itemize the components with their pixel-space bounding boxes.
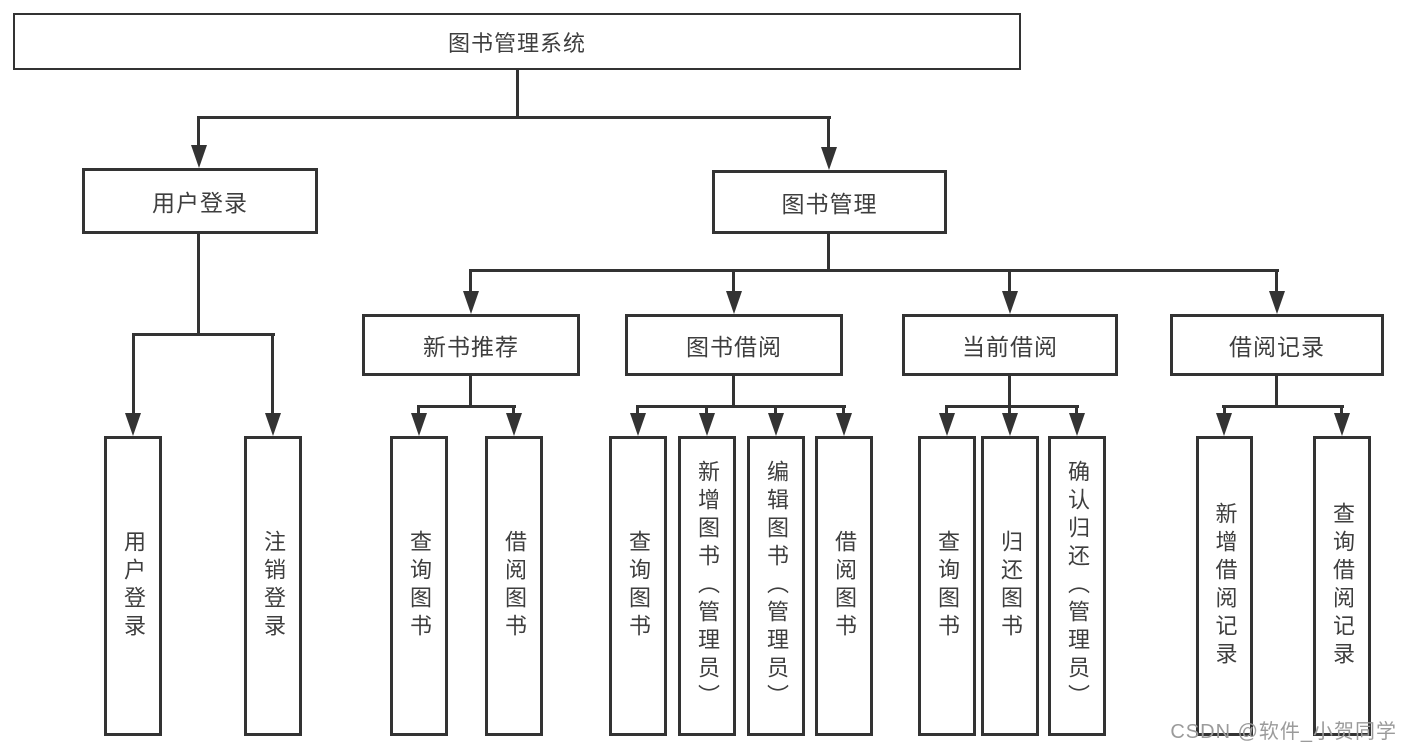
connector-leaf-d2-stem — [1340, 405, 1343, 415]
arrowhead-to-leaf-a1 — [411, 413, 427, 436]
node-borrowing-records: 借阅记录 — [1170, 314, 1384, 376]
arrowhead-to-leaf-c3 — [1069, 413, 1085, 436]
node-leaf-query-book-c: 查询图书 — [918, 436, 976, 736]
connector-leaf-a1-stem — [417, 405, 420, 415]
node-book-management: 图书管理 — [712, 170, 947, 234]
node-current-borrowing: 当前借阅 — [902, 314, 1118, 376]
node-leaf-query-borrow-record: 查询借阅记录 — [1313, 436, 1371, 736]
node-new-book-recommend: 新书推荐 — [362, 314, 580, 376]
node-leaf-borrow-book-a: 借阅图书 — [485, 436, 543, 736]
connector-new-book-recommend-down-vline — [469, 376, 472, 407]
connector-current-borrowing-down-vline — [1008, 376, 1011, 407]
connector-leaf-b3-stem — [774, 405, 777, 415]
connector-leaf-logout-stem — [271, 333, 274, 414]
arrowhead-to-current-borrowing — [1002, 291, 1018, 314]
node-leaf-add-borrow-record: 新增借阅记录 — [1196, 436, 1253, 736]
connector-borrowing-records-down-vline — [1275, 376, 1278, 407]
connector-leaf-a2-stem — [512, 405, 515, 415]
connector-level3-hline — [469, 269, 1279, 272]
watermark-text: CSDN @软件_小贺同学 — [1170, 721, 1397, 743]
arrowhead-to-leaf-b3 — [768, 413, 784, 436]
connector-user-login-down-vline — [197, 234, 200, 336]
node-leaf-add-book-admin: 新增图书（管理员） — [678, 436, 736, 736]
connector-level2-hline — [197, 116, 831, 119]
arrowhead-to-leaf-logout — [265, 413, 281, 436]
arrowhead-to-book-borrowing — [726, 291, 742, 314]
node-leaf-query-book-b: 查询图书 — [609, 436, 667, 736]
node-leaf-edit-book-admin: 编辑图书（管理员） — [747, 436, 805, 736]
connector-leaf-b2-stem — [705, 405, 708, 415]
node-leaf-query-book-a: 查询图书 — [390, 436, 448, 736]
node-leaf-borrow-book-b: 借阅图书 — [815, 436, 873, 736]
arrowhead-to-leaf-d2 — [1334, 413, 1350, 436]
arrowhead-to-leaf-c1 — [939, 413, 955, 436]
arrowhead-to-leaf-a2 — [506, 413, 522, 436]
node-leaf-user-login: 用户登录 — [104, 436, 162, 736]
arrowhead-to-user-login — [191, 145, 207, 168]
connector-book-management-stem — [827, 116, 830, 149]
connector-leaf-c1-stem — [945, 405, 948, 415]
arrowhead-to-leaf-user-login — [125, 413, 141, 436]
connector-leaf-c3-stem — [1075, 405, 1078, 415]
connector-book-borrowing-children-hline — [636, 405, 846, 408]
node-library-system: 图书管理系统 — [13, 13, 1021, 70]
connector-current-borrowing-stem — [1008, 269, 1011, 295]
node-leaf-logout-login: 注销登录 — [244, 436, 302, 736]
connector-book-borrowing-stem — [732, 269, 735, 295]
connector-book-management-down-vline — [827, 234, 830, 272]
node-leaf-return-book: 归还图书 — [981, 436, 1039, 736]
connector-leaf-c2-stem — [1008, 405, 1011, 415]
connector-borrowing-records-children-hline — [1222, 405, 1344, 408]
arrowhead-to-leaf-c2 — [1002, 413, 1018, 436]
connector-current-borrowing-children-hline — [945, 405, 1079, 408]
node-leaf-confirm-return-admin: 确认归还（管理员） — [1048, 436, 1106, 736]
arrowhead-to-leaf-b2 — [699, 413, 715, 436]
connector-leaf-b4-stem — [842, 405, 845, 415]
arrowhead-to-leaf-b1 — [630, 413, 646, 436]
connector-user-login-stem — [197, 116, 200, 147]
connector-root-vline — [516, 70, 519, 119]
connector-leaf-b1-stem — [636, 405, 639, 415]
connector-new-book-recommend-stem — [469, 269, 472, 295]
connector-new-book-recommend-children-hline — [417, 405, 516, 408]
arrowhead-to-new-book-recommend — [463, 291, 479, 314]
connector-book-borrowing-down-vline — [732, 376, 735, 407]
arrowhead-to-borrowing-records — [1269, 291, 1285, 314]
node-book-borrowing: 图书借阅 — [625, 314, 843, 376]
connector-borrowing-records-stem — [1275, 269, 1278, 295]
connector-user-login-children-hline — [132, 333, 275, 336]
arrowhead-to-leaf-b4 — [836, 413, 852, 436]
arrowhead-to-book-management — [821, 147, 837, 170]
node-user-login: 用户登录 — [82, 168, 318, 234]
connector-leaf-d1-stem — [1223, 405, 1226, 415]
arrowhead-to-leaf-d1 — [1216, 413, 1232, 436]
connector-leaf-user-login-stem — [132, 333, 135, 414]
